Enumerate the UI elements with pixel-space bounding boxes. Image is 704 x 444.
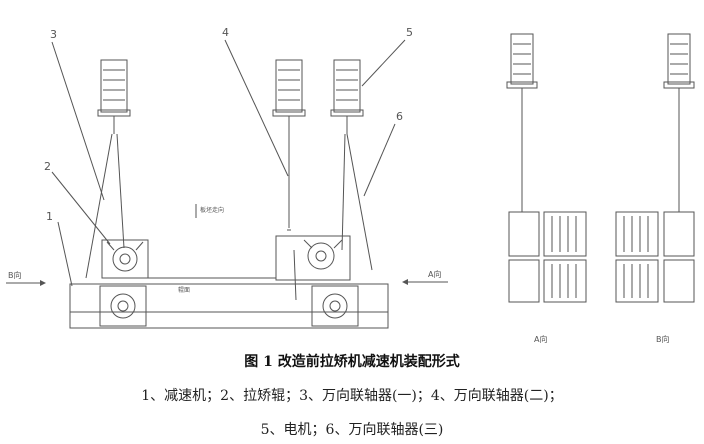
view-a-label: A向 bbox=[534, 334, 547, 344]
view-b-label: B向 bbox=[656, 334, 670, 344]
legend-line-1: 1、减速机；2、拉矫辊；3、万向联轴器(一)；4、万向联轴器(二)； bbox=[141, 388, 563, 404]
b-direction-label: B向 bbox=[8, 270, 22, 280]
callout-5: 5 bbox=[406, 26, 413, 39]
callout-leaders bbox=[51, 39, 406, 287]
callout-6: 6 bbox=[396, 110, 403, 123]
callout-4: 4 bbox=[222, 26, 229, 39]
motor-right bbox=[330, 59, 364, 134]
callout-1: 1 bbox=[46, 210, 53, 223]
legend-line-2: 5、电机；6、万向联轴器(三) bbox=[260, 422, 444, 438]
slab-label: 辊面 bbox=[178, 286, 190, 294]
reducer-base-frame bbox=[69, 277, 389, 329]
reducer-upper-right bbox=[275, 235, 351, 281]
coupling-shafts bbox=[85, 133, 373, 301]
assembly-drawing: 3 4 5 6 2 1 B向 A向 板坯走向 辊面 A向 B向 bbox=[6, 26, 695, 344]
reducer-upper-left bbox=[101, 239, 149, 279]
direction-arrows bbox=[6, 204, 448, 284]
callout-3: 3 bbox=[50, 28, 57, 41]
motor-left bbox=[97, 59, 131, 134]
view-a-drawing bbox=[506, 33, 587, 303]
flow-direction-label: 板坯走向 bbox=[200, 206, 224, 214]
callout-2: 2 bbox=[44, 160, 51, 173]
motor-mid bbox=[272, 59, 306, 134]
view-b-drawing bbox=[615, 33, 695, 303]
a-direction-label: A向 bbox=[428, 269, 441, 279]
figure-title: 图 1 改造前拉矫机减速机装配形式 bbox=[244, 354, 460, 370]
